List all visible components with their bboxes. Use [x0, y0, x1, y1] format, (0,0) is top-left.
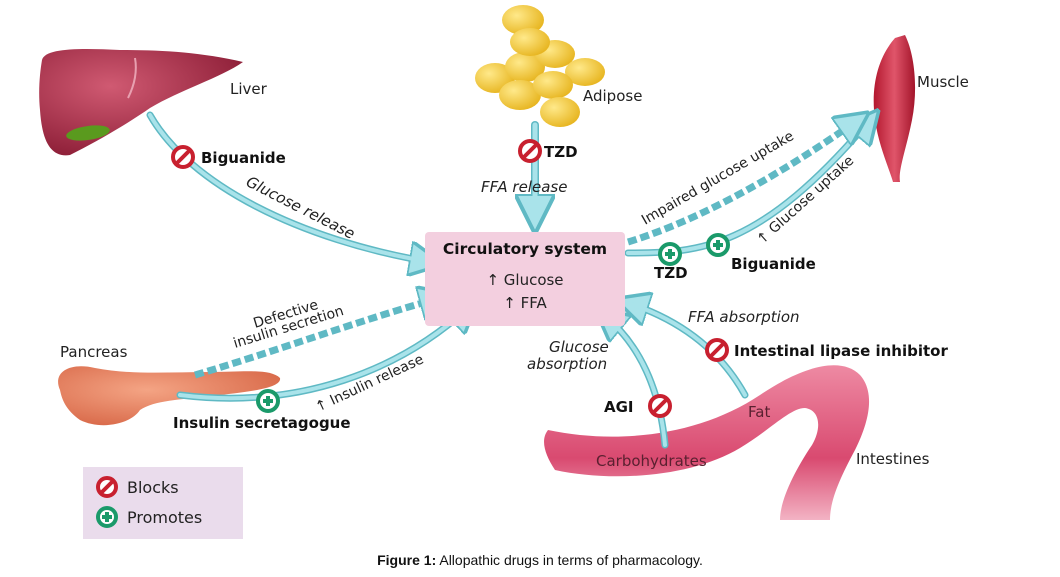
- drug-biguanide-muscle: Biguanide: [731, 255, 816, 273]
- drug-tzd-adipose: TZD: [544, 143, 578, 161]
- circulatory-glucose: ↑ Glucose: [486, 271, 564, 289]
- promote-icon: [96, 506, 118, 528]
- caption-prefix: Figure 1:: [377, 552, 437, 568]
- block-icon-agi: [648, 394, 672, 418]
- arrow-glucose-release: [146, 111, 430, 262]
- intestines-illustration: [544, 365, 870, 520]
- circulatory-title: Circulatory system: [442, 240, 608, 258]
- adipose-illustration: [475, 5, 605, 127]
- drug-agi: AGI: [604, 398, 634, 416]
- promote-icon-insulin-secretagogue: [256, 389, 280, 413]
- arrow-defective-insulin-secretion: [194, 298, 440, 379]
- block-icon-biguanide-liver: [171, 145, 195, 169]
- circulatory-system-box: Circulatory system ↑ Glucose ↑ FFA: [425, 232, 625, 326]
- promote-icon-biguanide-muscle: [706, 233, 730, 257]
- promote-icon-tzd-muscle: [658, 242, 682, 266]
- drug-insulin-secretagogue: Insulin secretagogue: [173, 414, 351, 432]
- label-muscle: Muscle: [917, 73, 969, 91]
- legend-promotes-label: Promotes: [127, 507, 203, 527]
- label-fat: Fat: [748, 403, 771, 421]
- circulatory-ffa: ↑ FFA: [503, 294, 547, 312]
- block-icon-tzd-adipose: [518, 139, 542, 163]
- legend-blocks: Blocks: [95, 474, 179, 500]
- figure-caption: Figure 1: Allopathic drugs in terms of p…: [0, 552, 1060, 568]
- flow-label-ffa-absorption: FFA absorption: [688, 308, 800, 326]
- pancreas-illustration: [58, 366, 281, 426]
- drug-tzd-muscle: TZD: [654, 264, 688, 282]
- drug-biguanide-liver: Biguanide: [201, 149, 286, 167]
- legend-blocks-label: Blocks: [127, 477, 179, 497]
- drug-intestinal-lipase-inhibitor: Intestinal lipase inhibitor: [734, 342, 948, 360]
- label-carbohydrates: Carbohydrates: [596, 452, 707, 470]
- block-icon: [96, 476, 118, 498]
- flow-label-glucose-uptake: ↑ Glucose uptake: [754, 153, 857, 248]
- label-adipose: Adipose: [583, 87, 643, 105]
- legend-promotes: Promotes: [95, 504, 202, 530]
- block-icon-lipase: [705, 338, 729, 362]
- liver-illustration: [39, 49, 244, 156]
- label-pancreas: Pancreas: [60, 343, 128, 361]
- label-intestines: Intestines: [856, 450, 930, 468]
- flow-label-ffa-release: FFA release: [481, 178, 568, 196]
- flow-label-glucose-absorption-2: absorption: [527, 355, 608, 373]
- label-liver: Liver: [230, 80, 267, 98]
- flow-label-glucose-absorption-1: Glucose: [549, 338, 609, 356]
- muscle-illustration: [873, 35, 916, 182]
- arrow-impaired-glucose-uptake: [626, 120, 858, 246]
- caption-text: Allopathic drugs in terms of pharmacolog…: [436, 552, 703, 568]
- arrow-glucose-absorption: [605, 316, 669, 449]
- legend: Blocks Promotes: [83, 467, 243, 539]
